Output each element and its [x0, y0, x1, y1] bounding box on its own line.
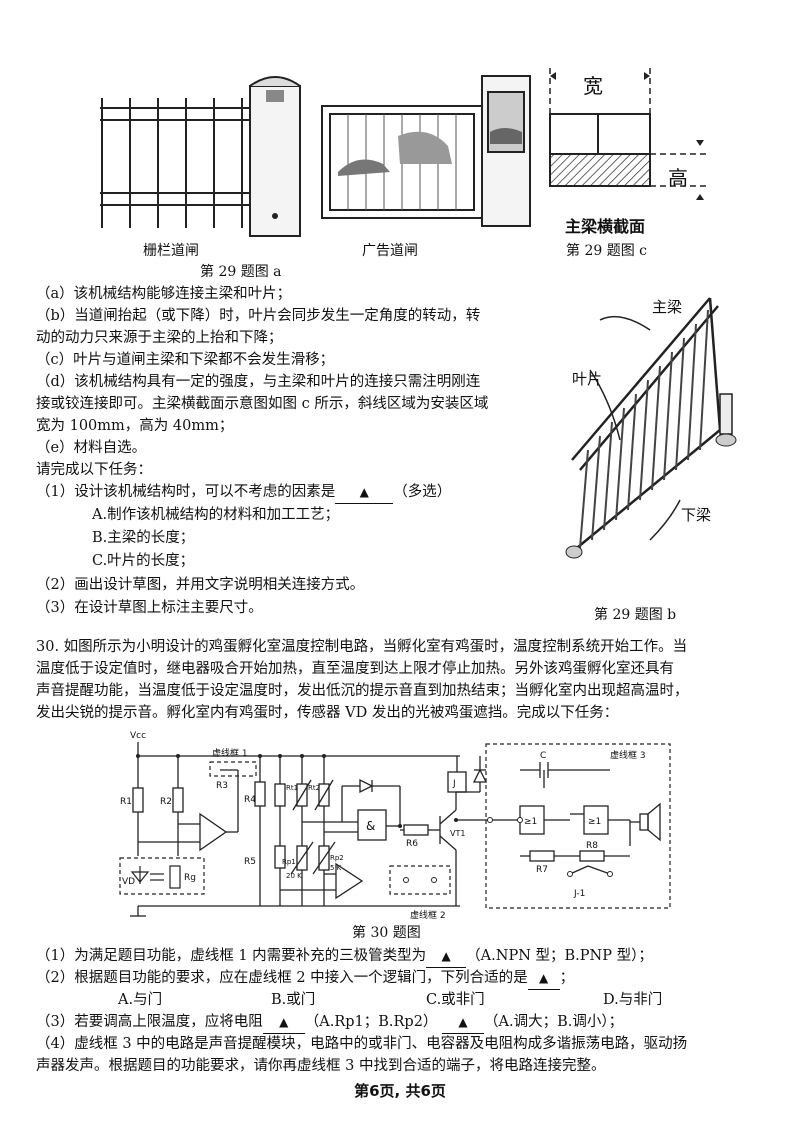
q30-question-1: （1）为满足题目功能，虚线框 1 内需要补充的三极管类型为▲（A.NPN 型；B…: [36, 945, 653, 968]
rp1-value: 20 K: [286, 872, 302, 880]
task1-option-b: B.主梁的长度；: [92, 530, 195, 546]
q30-intro-line1: 30. 如图所示为小明设计的鸡蛋孵化室温度控制电路，当孵化室有鸡蛋时，温度控制系…: [36, 639, 688, 655]
width-label: 宽: [583, 74, 603, 98]
r6-label: R6: [406, 839, 418, 849]
q30-question-2: （2）根据题目功能的要求，应在虚线框 2 中接入一个逻辑门，下列合适的是▲；: [36, 967, 574, 990]
or-gate-2-label: ≥1: [588, 817, 601, 827]
condition-d-line1: （d）该机械结构具有一定的强度，与主梁和叶片的连接只需注明刚连: [36, 374, 481, 390]
condition-c: （c）叶片与道闸主梁和下梁都不会发生滑移；: [36, 352, 335, 368]
box1-label: 虚线框 1: [212, 747, 248, 759]
q30-option-b: B.或门: [271, 992, 316, 1008]
q30-question-3: （3）若要调高上限温度，应将电阻▲（A.Rp1；B.Rp2） ▲（A.调大；B.…: [36, 1011, 623, 1034]
figure-b-title: 第 29 题图 b: [594, 607, 677, 623]
advertising-gate-figure: [321, 75, 531, 227]
lower-beam-label: 下梁: [681, 506, 712, 524]
relay-j-label: J: [452, 779, 456, 789]
q30-intro-line2: 温度低于设定值时，继电器吸合开始加热，直至温度到达上限才停止加热。另外该鸡蛋孵化…: [36, 661, 674, 677]
r2-label: R2: [160, 797, 172, 807]
r8-label: R8: [586, 841, 598, 851]
vt1-label: VT1: [450, 829, 465, 838]
task1-option-a: A.制作该机械结构的材料和加工工艺；: [92, 507, 340, 523]
task-1: （1）设计该机械结构时，可以不考虑的因素是▲（多选）: [36, 481, 451, 504]
condition-b-line1: （b）当道闸抬起（或下降）时，叶片会同步发生一定角度的转动，转: [36, 308, 481, 324]
task1-answer-blank[interactable]: ▲: [335, 481, 394, 504]
r4-label: R4: [244, 795, 256, 805]
task-2: （2）画出设计草图，并用文字说明相关连接方式。: [36, 577, 365, 593]
q30-q1-answer-blank[interactable]: ▲: [426, 945, 467, 968]
q30-question-4-line1: （4）虚线框 3 中的电路是声音提醒模块，电路中的或非门、电容器及电阻构成多谐振…: [36, 1036, 688, 1052]
rg-label: Rg: [184, 873, 196, 883]
condition-b-line2: 动的动力只来源于主梁的上抬和下降；: [36, 330, 283, 346]
ad-gate-caption: 广告道闸: [362, 243, 418, 259]
q30-intro-line3: 声音提醒功能，当温度低于设定温度时，发出低沉的提示音直到加热结束；当孵化室内出现…: [36, 683, 689, 699]
blade-label: 叶片: [572, 370, 603, 388]
beam-cross-section-figure: [549, 68, 710, 200]
fence-gate-figure: [100, 76, 301, 237]
main-beam-label: 主梁: [652, 298, 683, 316]
cross-section-label: 主梁横截面: [565, 217, 646, 236]
rp1-label: Rp1: [282, 858, 296, 866]
rt1-label: Rt1: [286, 784, 298, 792]
condition-e: （e）材料自选。: [36, 440, 147, 456]
q30-q3-adjust-blank[interactable]: ▲: [442, 1011, 485, 1034]
r7-label: R7: [536, 865, 548, 875]
and-gate-label: &: [366, 819, 375, 833]
circuit-diagram: Vcc R1 R2 R3 R4 R5 R6 R7 R8 Rt1 Rt2 Rp1 …: [119, 731, 671, 921]
page-footer: 第6页, 共6页: [354, 1082, 446, 1100]
capacitor-label: C: [540, 751, 546, 761]
rp2-value: 5 K: [330, 864, 342, 872]
condition-d-line3: 宽为 100mm，高为 40mm；: [36, 418, 234, 434]
box3-label: 虚线框 3: [610, 749, 646, 761]
q30-option-d: D.与非门: [603, 992, 663, 1008]
q30-q3-resistor-blank[interactable]: ▲: [262, 1011, 305, 1034]
q30-question-4-line2: 声器发声。根据题目的功能要求，请你再虚线框 3 中找到合适的端子，将电路连接完整…: [36, 1058, 606, 1074]
rt2-label: Rt2: [308, 784, 320, 792]
q30-option-c: C.或非门: [426, 992, 485, 1008]
r1-label: R1: [120, 797, 132, 807]
fence-gate-caption: 栅栏道闸: [143, 243, 199, 259]
q30-intro-line4: 发出尖锐的提示音。孵化室内有鸡蛋时，传感器 VD 发出的光被鸡蛋遮挡。完成以下任…: [36, 705, 619, 721]
condition-a: （a）该机械结构能够连接主梁和叶片；: [36, 286, 292, 302]
rp2-label: Rp2: [330, 854, 344, 862]
vcc-label: Vcc: [130, 731, 146, 741]
box2-label: 虚线框 2: [410, 909, 446, 921]
figure-30-title: 第 30 题图: [352, 925, 421, 941]
height-label: 高: [668, 166, 688, 190]
task-intro: 请完成以下任务：: [36, 462, 152, 478]
r3-label: R3: [216, 781, 228, 791]
gate-blade-figure: [565, 297, 737, 559]
figure-c-title: 第 29 题图 c: [566, 243, 648, 259]
condition-d-line2: 接或铰连接即可。主梁横截面示意图如图 c 所示，斜线区域为安装区域: [36, 396, 489, 412]
figure-a-title: 第 29 题图 a: [200, 264, 282, 280]
or-gate-1-label: ≥1: [524, 817, 537, 827]
relay-switch-label: J-1: [573, 889, 585, 899]
q30-q2-answer-blank[interactable]: ▲: [527, 967, 560, 990]
task1-option-c: C.叶片的长度；: [92, 553, 195, 569]
task-3: （3）在设计草图上标注主要尺寸。: [36, 600, 263, 616]
q30-option-a: A.与门: [118, 992, 163, 1008]
r5-label: R5: [244, 857, 256, 867]
vd-label: VD: [122, 877, 135, 887]
